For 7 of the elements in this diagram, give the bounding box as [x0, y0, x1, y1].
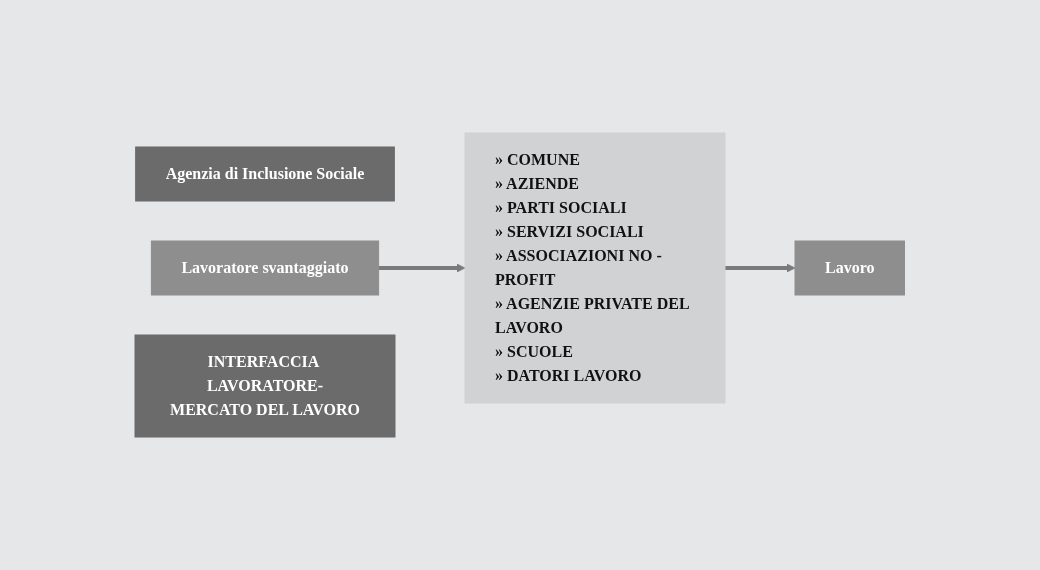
node-box: Agenzia di Inclusione Sociale [135, 146, 396, 202]
node-box: Lavoro [794, 240, 906, 296]
arrow [725, 263, 796, 273]
arrow [378, 263, 466, 273]
node-box: INTERFACCIA LAVORATORE-MERCATO DEL LAVORO [134, 334, 396, 438]
node-box: Lavoratore svantaggiato [151, 240, 380, 296]
node-box: » COMUNE » AZIENDE » PARTI SOCIALI » SERVIZI SOCIALI » ASSOCIAZIONI NO - PROFIT » AGENZIE PRIVATE DEL LAVORO » SCUOLE » DATORI LAVORO [464, 132, 726, 404]
